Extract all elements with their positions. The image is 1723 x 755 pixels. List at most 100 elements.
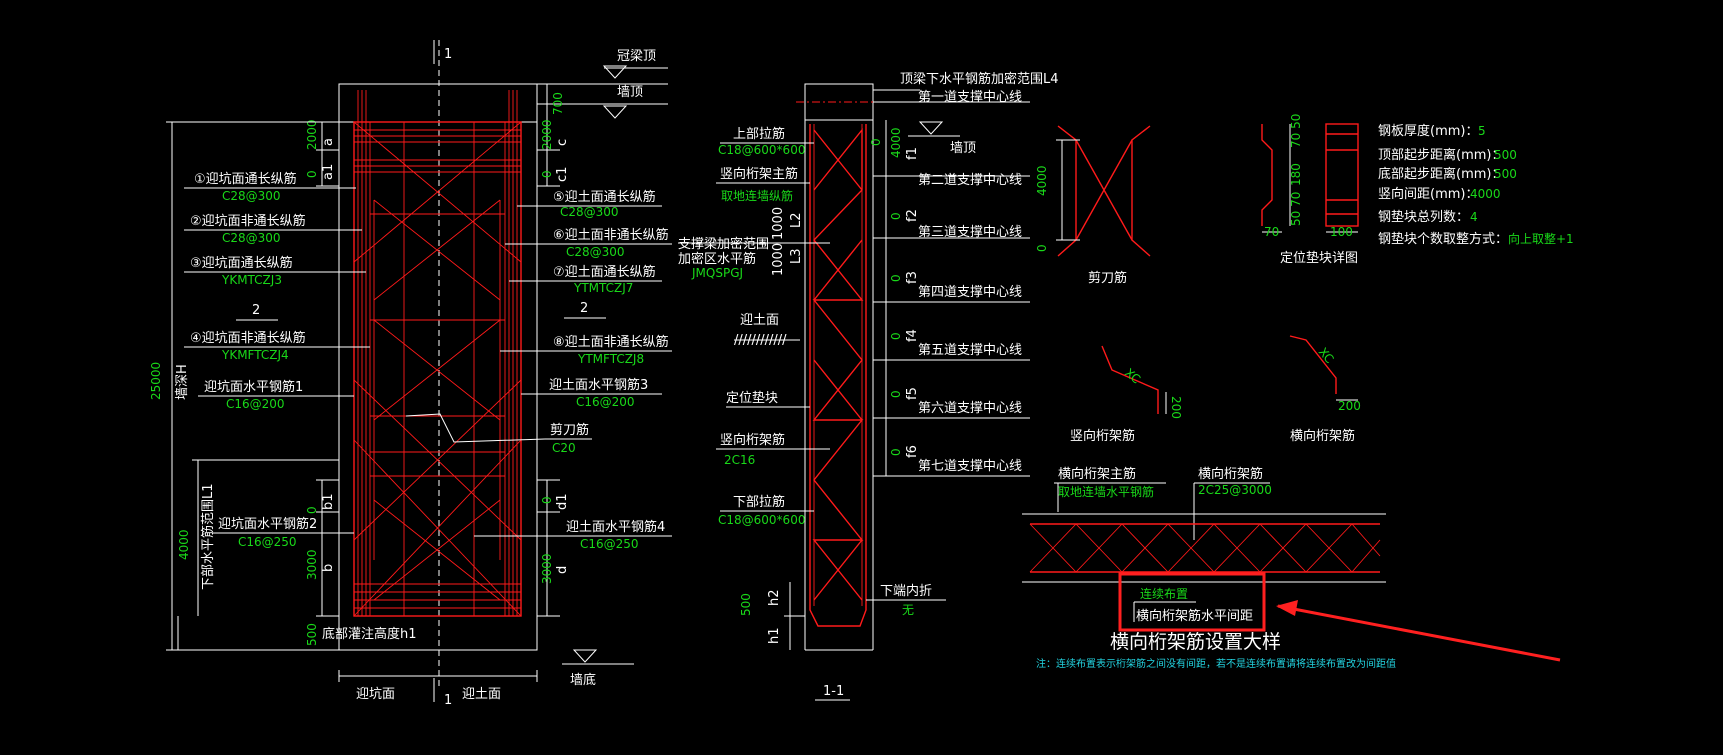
label-l1-value: C28@300 (222, 189, 281, 203)
detail-2-right: 2 (580, 301, 588, 316)
brace-label-a: 支撑梁加密范围 (678, 236, 769, 252)
pad-p6-value: 向上取整+1 (1508, 231, 1574, 246)
vtruss-main-label: 竖向桁架主筋 (720, 166, 798, 182)
rebar-cage (353, 90, 522, 617)
l3-label: L3 (789, 248, 804, 264)
truss-main-value: 取地连墙水平钢筋 (1058, 484, 1154, 499)
label-l4-value: YKMFTCZJ4 (221, 348, 289, 362)
pad-p1-value: 5 (1478, 124, 1486, 138)
f3: f3 (905, 271, 920, 284)
d1000a: 1000 (771, 207, 786, 240)
spacing-label: 横向桁架筋水平间距 (1136, 608, 1253, 624)
label-l5-value: C16@200 (226, 397, 285, 411)
section-title: 1-1 (823, 684, 844, 699)
label-r6-value: C28@300 (566, 245, 625, 259)
lower-range-label: 下部水平筋范围L1 (200, 483, 216, 590)
label-r8: ⑧迎土面非通长纵筋 (553, 334, 669, 350)
dim-2000-right: 2000 (540, 119, 554, 150)
bottom-fold-value: 无 (902, 603, 914, 617)
sec-dim-0-f5: 0 (889, 390, 903, 398)
pad-p5-value: 4 (1470, 210, 1478, 224)
dim-0-d1: 0 (540, 496, 554, 504)
label-r5-value: C28@300 (560, 205, 619, 219)
label-l4: ④迎坑面非通长纵筋 (190, 330, 306, 346)
truss-bars: XC 200 竖向桁架筋 XC 200 横向桁架筋 (1070, 335, 1361, 444)
truss-h-label: 横向桁架筋 (1198, 466, 1263, 482)
truss-main-label: 横向桁架主筋 (1058, 466, 1136, 482)
label-r9: 迎土面水平钢筋3 (549, 377, 648, 393)
pad-50-70: 50 70 (1289, 192, 1303, 226)
highlight-arrow (1277, 604, 1561, 662)
support-6: 第六道支撑中心线 (918, 401, 1022, 416)
dim-a1: a1 (321, 164, 336, 180)
l2-label: L2 (789, 212, 804, 228)
pad-p4: 竖向间距(mm)： (1378, 186, 1478, 202)
sec-dim-0: 0 (869, 138, 883, 146)
sec-dim-0-f3: 0 (889, 274, 903, 282)
support-4: 第四道支撑中心线 (918, 285, 1022, 300)
dim-a: a (321, 138, 336, 146)
label-r9-value: C16@200 (576, 395, 635, 409)
wall-depth-label: 墙深H (175, 364, 190, 400)
dim-0-b1: 0 (305, 506, 319, 514)
pad-70-50: 70 50 (1289, 114, 1303, 148)
label-r10-value: C20 (552, 441, 576, 455)
h2: h2 (767, 589, 782, 606)
scissor-0: 0 (1035, 244, 1049, 252)
dim-b: b (321, 564, 336, 572)
support-7: 第七道支撑中心线 (918, 459, 1022, 474)
htruss-200: 200 (1338, 399, 1361, 413)
vtruss-xc: XC (1122, 366, 1143, 387)
bottom-fold-label: 下端内折 (880, 583, 932, 599)
brace-label-b: 加密区水平筋 (678, 251, 756, 267)
right-labels: ⑤迎土面通长纵筋 C28@300 ⑥迎土面非通长纵筋 C28@300 ⑦迎土面通… (405, 189, 672, 551)
label-l5: 迎坑面水平钢筋1 (204, 379, 303, 395)
pad-p3-value: 500 (1494, 167, 1517, 181)
qiangdi-marker (572, 649, 598, 663)
support-5: 第五道支撑中心线 (918, 343, 1022, 358)
brace-value: JMQSPGJ (691, 266, 743, 280)
dim-3000-d: 3000 (540, 553, 554, 584)
section-qiangding: 墙顶 (950, 141, 976, 156)
bottom-grout-label: 底部灌注高度h1 (322, 626, 417, 642)
dim-d1: d1 (555, 493, 570, 510)
f2: f2 (905, 209, 920, 222)
dim-c: c (555, 139, 570, 146)
truss-detail: 横向桁架主筋 取地连墙水平钢筋 横向桁架筋 2C25@3000 连续布置 横向桁… (1022, 466, 1561, 670)
section-1-1: 1-1 顶梁下水平钢筋加密范围L4 第一道支撑中心线 第二道支撑中心线 第三道支… (678, 71, 1059, 701)
soil-face-label: 迎土面 (740, 313, 779, 328)
qiangding-label: 墙顶 (617, 85, 643, 100)
f4: f4 (905, 329, 920, 342)
dim-d: d (555, 566, 570, 574)
detail-title: 横向桁架筋设置大样 (1110, 631, 1281, 653)
wall-outline (338, 83, 538, 651)
pad-p5: 钢垫块总列数： (1378, 209, 1469, 225)
label-l6-value: C16@250 (238, 535, 297, 549)
guanliang-label: 冠梁顶 (617, 49, 656, 64)
d1000b: 1000 (771, 243, 786, 276)
vtruss-value: 2C16 (724, 453, 755, 467)
label-l3: ③迎坑面通长纵筋 (190, 255, 293, 271)
section-rebar-outline (809, 124, 867, 627)
dim-0-a1: 0 (305, 170, 319, 178)
svg-text:////////////: //////////// (734, 333, 787, 348)
left-labels: ①迎坑面通长纵筋 C28@300 ②迎坑面非通长纵筋 C28@300 ③迎坑面通… (184, 171, 370, 549)
dim-c1: c1 (555, 167, 570, 182)
sec-dim-0-f2: 0 (889, 212, 903, 220)
pad-p3: 底部起步距离(mm)： (1378, 166, 1504, 182)
note-text: 注：连续布置表示桁架筋之间没有间距，若不是连续布置请将连续布置改为间距值 (1036, 657, 1396, 670)
label-l2: ②迎坑面非通长纵筋 (190, 213, 306, 229)
label-r5: ⑤迎土面通长纵筋 (553, 189, 656, 205)
support-2: 第二道支撑中心线 (918, 173, 1022, 188)
elevation-view: 1 1 (149, 40, 672, 708)
vtruss-main-value: 取地连墙纵筋 (721, 188, 793, 203)
dim-b1: b1 (321, 493, 336, 510)
f5: f5 (905, 387, 920, 400)
label-r10: 剪刀筋 (550, 422, 589, 438)
top-beam-label: 顶梁下水平钢筋加密范围L4 (900, 71, 1059, 87)
qiangdi-label: 墙底 (570, 672, 596, 688)
section-mark-bottom: 1 (444, 693, 452, 708)
vtruss-200: 200 (1169, 396, 1183, 419)
